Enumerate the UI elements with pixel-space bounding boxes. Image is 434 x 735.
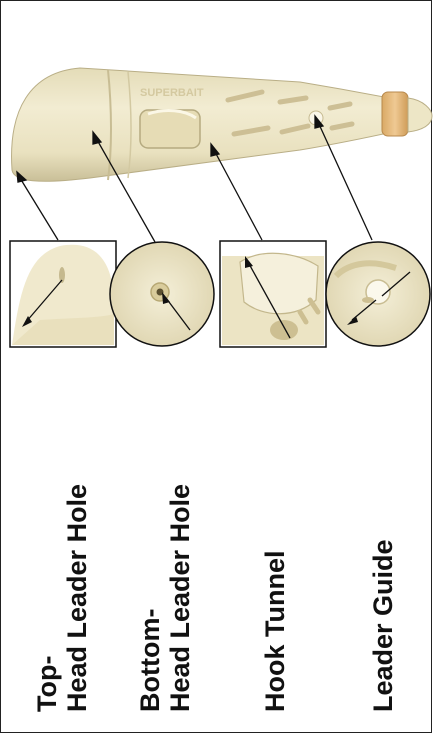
callout-line-hook (214, 150, 262, 240)
tail-band (382, 92, 408, 136)
callout-line-top (20, 178, 58, 240)
product-stamp: SUPERBAIT (140, 87, 204, 99)
bait-diagram: SUPERBAIT (0, 0, 434, 360)
label-hook-tunnel: Hook Tunnel (260, 352, 290, 712)
label-leader-guide: Leader Guide (368, 352, 398, 712)
inset-hook-tunnel (220, 241, 326, 347)
inset-bottom-head-leader-hole (110, 242, 214, 346)
inset-top-head-leader-hole (10, 241, 116, 347)
label-bottom-head-leader-hole: Bottom- Head Leader Hole (135, 352, 195, 712)
inset-leader-guide (326, 242, 430, 346)
bait-body (12, 68, 426, 181)
label-top-head-leader-hole: Top- Head Leader Hole (32, 352, 92, 712)
